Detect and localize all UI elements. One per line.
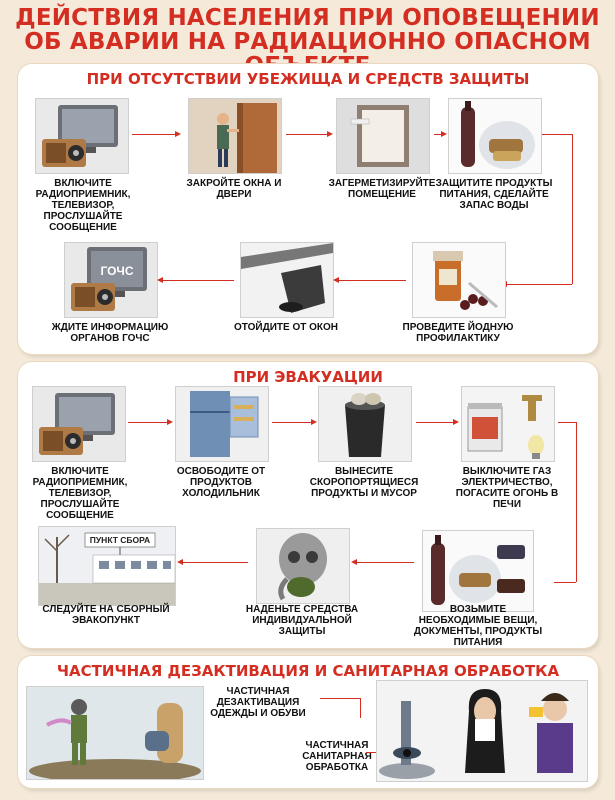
pointer-line [320,698,360,699]
decontamination-icon [26,686,204,780]
flow-arrow [157,277,234,283]
flow-arrow [416,419,459,425]
flow-connector [554,582,576,583]
step-caption: ЗАГЕРМЕТИЗИРУЙТЕ ПОМЕЩЕНИЕ [328,178,436,200]
stove-icon [461,386,555,462]
pointer-line [366,752,376,753]
step-caption: ВОЗЬМИТЕ НЕОБХОДИМЫЕ ВЕЩИ, ДОКУМЕНТЫ, ПР… [413,604,543,648]
assembly-point-icon: ПУНКТ СБОРА [38,526,176,606]
poster-title: ДЕЙСТВИЯ НАСЕЛЕНИЯ ПРИ ОПОВЕЩЕНИИ ОБ АВА… [0,6,615,78]
section-decontamination: ЧАСТИЧНАЯ ДЕЗАКТИВАЦИЯ И САНИТАРНАЯ ОБРА… [18,656,598,788]
step-caption: ОТОЙДИТЕ ОТ ОКОН [233,322,339,333]
flow-connector [542,134,572,135]
title-line-2: ОБ АВАРИИ НА РАДИАЦИОННО ОПАСНОМ ОБЪЕКТЕ [24,29,591,78]
section-no-shelter: ПРИ ОТСУТСТВИИ УБЕЖИЩА И СРЕДСТВ ЗАЩИТЫ [18,64,598,354]
window-seal-icon [336,98,430,174]
step-caption: ВЫКЛЮЧИТЕ ГАЗ ЭЛЕКТРИЧЕСТВО, ПОГАСИТЕ ОГ… [455,466,559,510]
step-caption: ЗАЩИТИТЕ ПРОДУКТЫ ПИТАНИЯ, СДЕЛАЙТЕ ЗАПА… [435,178,553,211]
flow-arrow [286,131,333,137]
sign-text: ПУНКТ СБОРА [90,535,150,545]
flow-arrow [272,419,317,425]
step-caption: НАДЕНЬТЕ СРЕДСТВА ИНДИВИДУАЛЬНОЙ ЗАЩИТЫ [245,604,359,637]
tv-screen-text: ГОЧС [100,264,133,278]
flow-connector [576,422,577,582]
section-evacuation: ПРИ ЭВАКУАЦИИ [18,362,598,648]
step-caption: ЗАКРОЙТЕ ОКНА И ДВЕРИ [186,178,282,200]
section-title: ПРИ ЭВАКУАЦИИ [233,368,383,386]
step-caption: ВКЛЮЧИТЕ РАДИОПРИЕМНИК, ТЕЛЕВИЗОР, ПРОСЛ… [32,466,128,521]
title-line-1: ДЕЙСТВИЯ НАСЕЛЕНИЯ ПРИ ОПОВЕЩЕНИИ [15,5,600,31]
flow-arrow [132,131,181,137]
supplies-icon [422,530,534,612]
step-caption: СЛЕДУЙТЕ НА СБОРНЫЙ ЭВАКОПУНКТ [42,604,170,626]
flow-arrow [128,419,173,425]
pointer-line [360,698,361,718]
step-away-icon [240,242,334,318]
item-caption: ЧАСТИЧНАЯ ДЕЗАКТИВАЦИЯ ОДЕЖДЫ И ОБУВИ [210,686,306,719]
gas-mask-icon [256,528,350,604]
flow-arrow [434,131,447,137]
tv-radio-icon [32,386,126,462]
step-caption: ВКЛЮЧИТЕ РАДИОПРИЕМНИК, ТЕЛЕВИЗОР, ПРОСЛ… [35,178,131,233]
door-icon [188,98,282,174]
flow-arrow [333,277,406,283]
fridge-icon [175,386,269,462]
step-caption: ЖДИТЕ ИНФОРМАЦИЮ ОРГАНОВ ГОЧС [51,322,169,344]
iodine-icon [412,242,506,318]
section-title: ЧАСТИЧНАЯ ДЕЗАКТИВАЦИЯ И САНИТАРНАЯ ОБРА… [56,662,560,680]
flow-arrow [351,559,414,565]
flow-arrow [177,559,248,565]
step-caption: ОСВОБОДИТЕ ОТ ПРОДУКТОВ ХОЛОДИЛЬНИК [176,466,266,499]
trash-bin-icon [318,386,412,462]
section-title: ПРИ ОТСУТСТВИИ УБЕЖИЩА И СРЕДСТВ ЗАЩИТЫ [86,70,530,88]
tv-radio-icon [35,98,129,174]
step-caption: ПРОВЕДИТЕ ЙОДНУЮ ПРОФИЛАКТИКУ [402,322,514,344]
sanitation-icon [376,680,588,782]
food-bag-icon [448,98,542,174]
item-caption: ЧАСТИЧНАЯ САНИТАРНАЯ ОБРАБОТКА [302,740,372,773]
step-caption: ВЫНЕСИТЕ СКОРОПОРТЯЩИЕСЯ ПРОДУКТЫ И МУСО… [309,466,419,499]
tv-gochs-icon: ГОЧС [64,242,158,318]
flow-connector [558,422,576,423]
flow-connector [572,134,573,284]
flow-arrow [501,281,572,287]
